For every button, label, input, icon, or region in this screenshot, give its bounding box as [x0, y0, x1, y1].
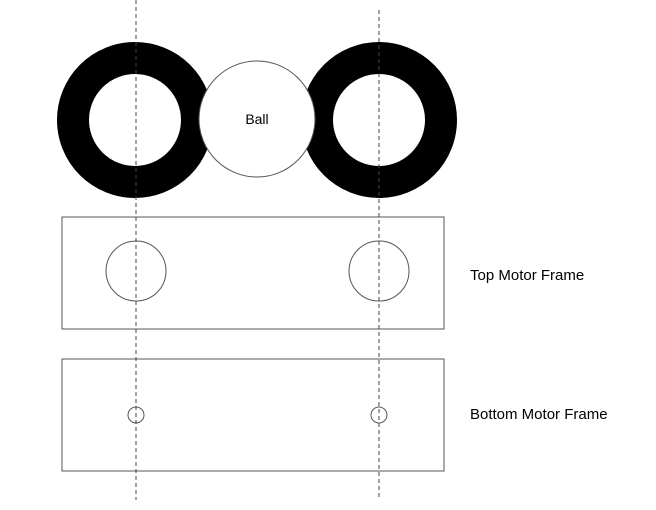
top-motor-frame-label: Top Motor Frame — [470, 267, 584, 284]
left-wheel — [57, 42, 213, 198]
left-wheel-ring — [57, 42, 213, 198]
ball-label: Ball — [245, 111, 268, 127]
top-motor-frame — [61, 216, 445, 330]
bottom-motor-frame — [61, 358, 445, 472]
right-wheel-ring — [301, 42, 457, 198]
right-wheel — [301, 42, 457, 198]
top-frame-left-motor-hole — [105, 240, 167, 302]
ball-circle — [198, 60, 316, 178]
ball: Ball — [198, 60, 316, 178]
bottom-motor-frame-label: Bottom Motor Frame — [470, 406, 608, 423]
